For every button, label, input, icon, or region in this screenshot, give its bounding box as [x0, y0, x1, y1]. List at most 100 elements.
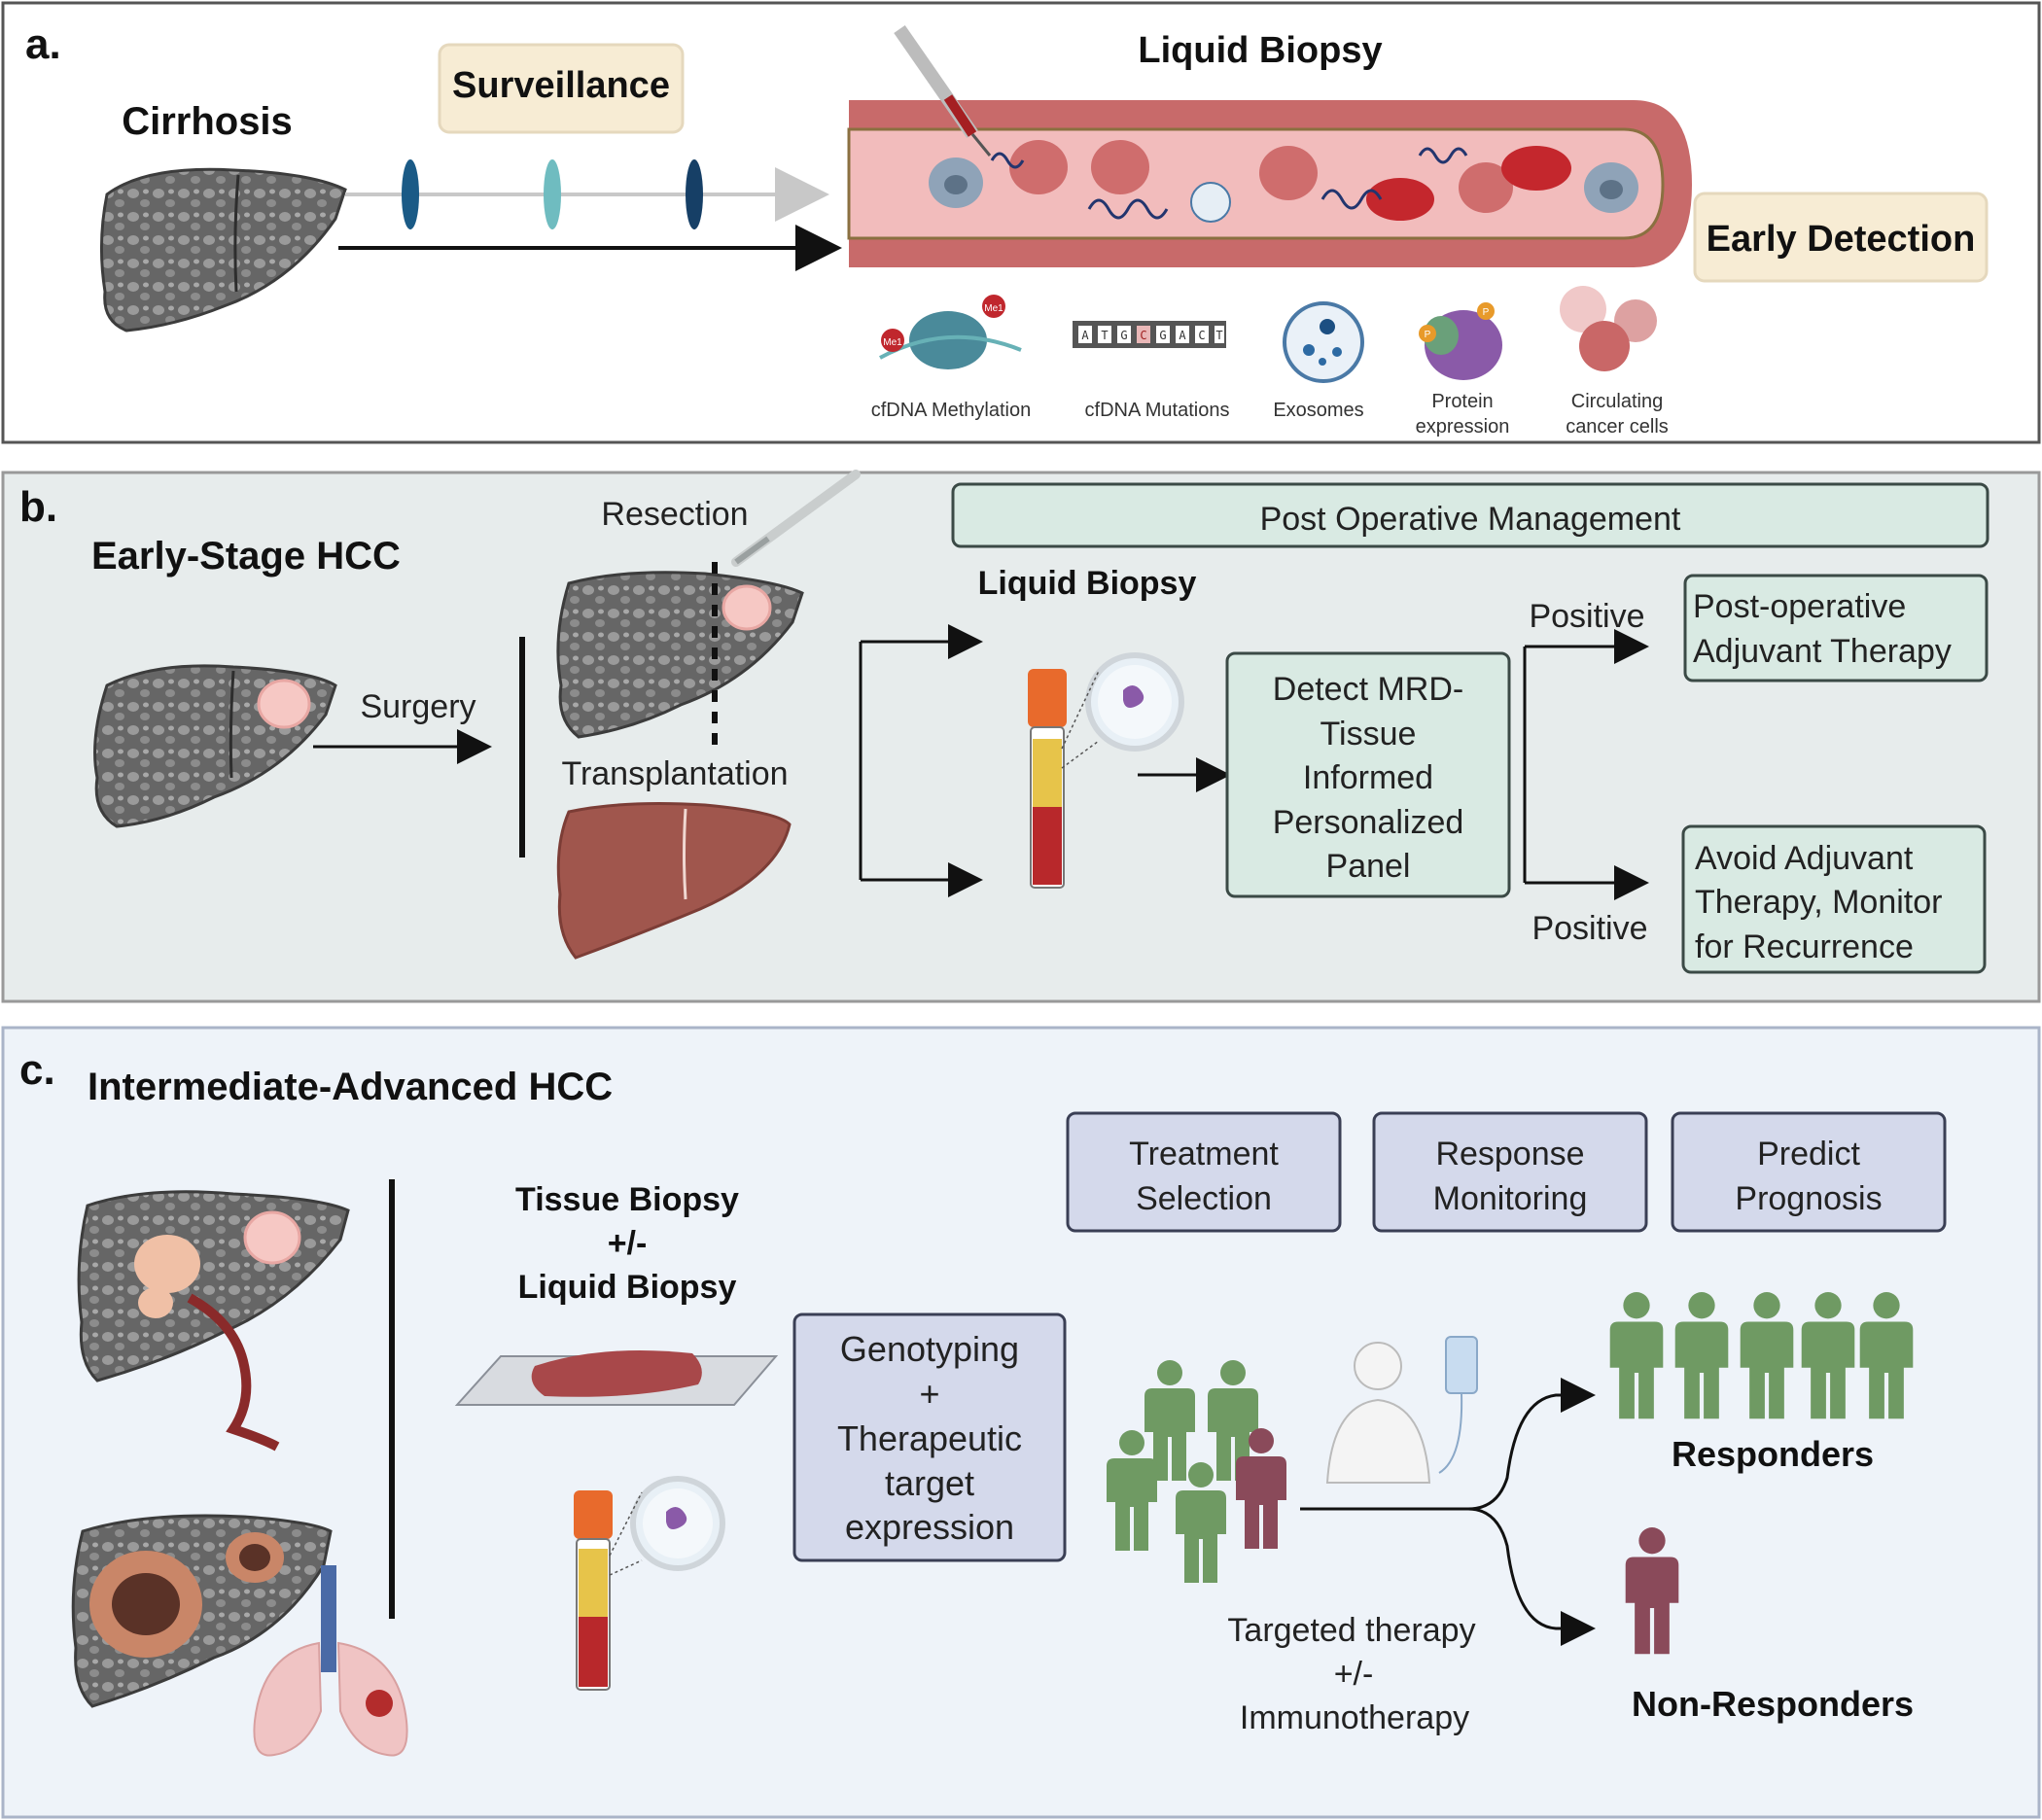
- adjuvant-line: Adjuvant Therapy: [1693, 633, 1952, 670]
- dna-fragment-icon: [1087, 198, 1169, 220]
- healthy-liver-icon: [556, 802, 792, 960]
- person-icon: [1801, 1292, 1855, 1419]
- liquid-biopsy-label: Liquid Biopsy: [1138, 30, 1382, 71]
- response-monitoring-box: [1372, 1111, 1648, 1233]
- person-icon: [1144, 1360, 1195, 1481]
- panel-c-title: Intermediate-Advanced HCC: [88, 1066, 613, 1108]
- therapy-line: Immunotherapy: [1240, 1699, 1469, 1736]
- person-icon: [1176, 1462, 1226, 1583]
- surveillance-box: [438, 43, 685, 134]
- tissue-line: Liquid Biopsy: [518, 1269, 737, 1306]
- avoid-line: for Recurrence: [1695, 928, 1914, 965]
- phospho-tag: P: [1483, 307, 1490, 318]
- tumor-cell-icon: [1459, 162, 1513, 213]
- post-op-header: Post Operative Management: [1260, 501, 1681, 538]
- syringe-icon: [894, 25, 992, 157]
- predict-prognosis-box: [1671, 1111, 1947, 1233]
- genotyping-line: target: [885, 1463, 974, 1503]
- exosome-icon: [1190, 182, 1231, 223]
- tissue-line: +/-: [608, 1225, 648, 1262]
- person-icon: [1236, 1428, 1286, 1549]
- circulating-cells-icon: [1560, 286, 1657, 371]
- cfdna-mutations-icon: A T G C G A C T: [1073, 321, 1226, 348]
- mrd-box: [1225, 651, 1511, 898]
- tissue-slide-icon: [454, 1349, 779, 1406]
- genotyping-line: Therapeutic: [837, 1418, 1022, 1458]
- avoid-line: Avoid Adjuvant: [1695, 840, 1914, 877]
- lungs-icon: [253, 1565, 408, 1757]
- tumor-cell-icon: [1091, 140, 1149, 194]
- liver-with-tumor-icon: [93, 664, 337, 828]
- person-icon: [1859, 1292, 1914, 1419]
- tumor-cell-icon: [1009, 140, 1068, 194]
- non-responders-label: Non-Responders: [1632, 1684, 1914, 1724]
- responders-arrow: [1300, 1378, 1596, 1511]
- therapy-line: Targeted therapy: [1227, 1612, 1475, 1649]
- exosome-large-icon: [1283, 301, 1364, 383]
- analyte-label: Protein: [1431, 391, 1493, 412]
- transplantation-label: Transplantation: [561, 755, 788, 792]
- mrd-line: Personalized: [1273, 804, 1464, 841]
- panel-b: b. Early-Stage HCC Surgery Resection Tra…: [1, 470, 2041, 1003]
- methyl-tag: Me1: [883, 337, 902, 348]
- response-monitoring-line: Monitoring: [1433, 1180, 1588, 1217]
- surveillance-marker: [544, 159, 561, 229]
- person-icon: [1674, 1292, 1729, 1419]
- panel-b-label: b.: [19, 483, 57, 531]
- mrd-line: Tissue: [1320, 716, 1417, 752]
- analyte-label: cfDNA Methylation: [871, 400, 1032, 421]
- mrd-line: Panel: [1326, 848, 1411, 885]
- liver-catheter-icon: [77, 1190, 350, 1452]
- predict-prognosis-line: Predict: [1757, 1136, 1860, 1172]
- analyte-label: cancer cells: [1566, 416, 1669, 438]
- panel-b-title: Early-Stage HCC: [91, 535, 401, 578]
- genotyping-line: expression: [845, 1507, 1014, 1547]
- adjuvant-line: Post-operative: [1693, 588, 1906, 625]
- dna-fragment-icon: [1320, 189, 1383, 210]
- cfdna-methylation-icon: Me1 Me1: [879, 295, 1022, 369]
- genotyping-box: [792, 1312, 1067, 1562]
- patient-group-icon: [1107, 1360, 1286, 1583]
- therapy-line: +/-: [1334, 1656, 1374, 1693]
- treatment-selection-line: Selection: [1136, 1180, 1272, 1217]
- avoid-line: Therapy, Monitor: [1695, 884, 1942, 921]
- post-op-header-box: [951, 482, 1989, 548]
- predict-prognosis-line: Prognosis: [1735, 1180, 1882, 1217]
- metastatic-liver-icon: [71, 1514, 333, 1708]
- non-responder-icon: [1625, 1527, 1679, 1655]
- surveillance-label: Surveillance: [452, 65, 670, 106]
- person-icon: [1107, 1430, 1157, 1551]
- svg-text:G: G: [1159, 329, 1166, 342]
- svg-text:T: T: [1215, 329, 1222, 342]
- phospho-tag: P: [1425, 330, 1431, 340]
- treatment-selection-box: [1066, 1111, 1342, 1233]
- svg-text:C: C: [1198, 329, 1205, 342]
- positive-label-bottom: Positive: [1532, 910, 1647, 947]
- resection-label: Resection: [601, 496, 748, 533]
- mrd-line: Detect MRD-: [1273, 671, 1463, 708]
- blood-vessel-illustration: [847, 100, 1692, 267]
- svg-text:T: T: [1101, 329, 1108, 342]
- mrd-line: Informed: [1303, 759, 1433, 796]
- panel-b-liquid-biopsy-label: Liquid Biopsy: [978, 565, 1197, 602]
- person-icon: [1740, 1292, 1794, 1419]
- cirrhotic-liver-icon: [99, 167, 347, 332]
- surveillance-marker: [402, 159, 419, 229]
- analyte-label: Exosomes: [1273, 400, 1363, 421]
- panel-a: a. Cirrhosis Surveillance: [1, 1, 2041, 444]
- analyte-label: cfDNA Mutations: [1085, 400, 1230, 421]
- svg-text:A: A: [1081, 329, 1089, 342]
- surgery-label: Surgery: [360, 688, 475, 725]
- red-cell-icon: [1501, 146, 1571, 191]
- genotyping-line: Genotyping: [840, 1329, 1019, 1369]
- svg-text:C: C: [1140, 329, 1146, 342]
- svg-text:G: G: [1120, 329, 1127, 342]
- scalpel-icon: [731, 470, 861, 567]
- iv-patient-icon: [1325, 1336, 1478, 1484]
- non-responders-arrow: [1467, 1507, 1596, 1646]
- dna-fragment-icon: [1418, 147, 1468, 164]
- responders-label: Responders: [1672, 1434, 1874, 1474]
- resected-liver-icon: [556, 571, 804, 739]
- early-detection-label: Early Detection: [1707, 219, 1976, 260]
- responders-icon: [1609, 1292, 1914, 1419]
